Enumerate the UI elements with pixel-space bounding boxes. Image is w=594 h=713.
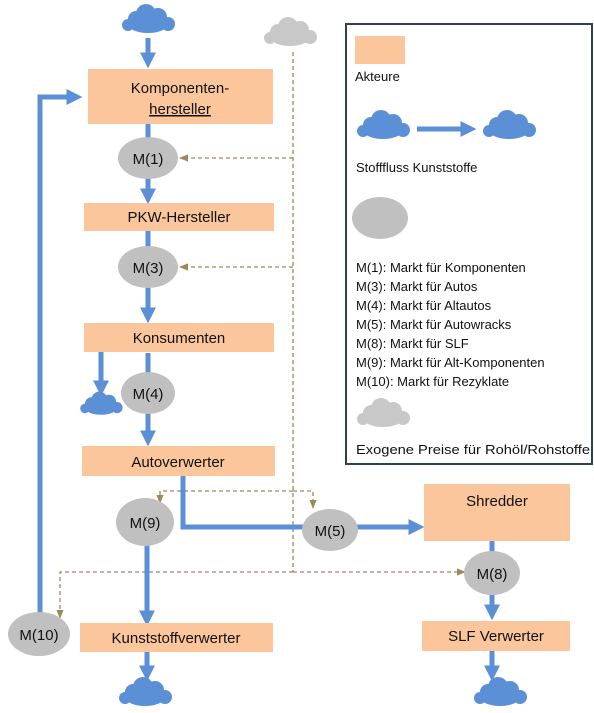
- actor-label-komponenten-2: hersteller: [149, 101, 211, 118]
- market-node-m1: [118, 137, 178, 179]
- legend-market-item: M(5): Markt für Autowracks: [356, 317, 512, 332]
- market-node-m9: [116, 498, 174, 546]
- actor-box-pkw-hersteller: [84, 203, 274, 231]
- actor-box-autoverwerter: [82, 446, 275, 476]
- actor-label-slf-verwerter: SLF Verwerter: [448, 628, 544, 645]
- market-node-m5: [302, 509, 358, 551]
- market-label-m1: M(1): [133, 151, 164, 168]
- sink-cloud-icon: [80, 391, 123, 415]
- actor-label-autoverwerter: Autoverwerter: [131, 454, 224, 471]
- market-label-m5: M(5): [315, 523, 346, 540]
- legend-market-item: M(1): Markt für Komponenten: [356, 260, 526, 275]
- actor-label-pkw: PKW-Hersteller: [127, 209, 230, 226]
- sink-cloud-icon: [474, 677, 527, 706]
- legend-market-swatch: [352, 197, 408, 239]
- legend-actors-label: Akteure: [355, 69, 400, 84]
- legend-market-item: M(4): Markt für Altautos: [356, 298, 492, 313]
- legend-market-item: M(3): Markt für Autos: [356, 279, 478, 294]
- market-label-m4: M(4): [133, 386, 164, 403]
- material-flows: [37, 38, 501, 682]
- legend-market-item: M(10): Markt für Rezyklate: [356, 374, 509, 389]
- actor-box-konsumenten: [84, 323, 274, 352]
- sink-cloud-icon: [119, 677, 172, 706]
- market-label-m8: M(8): [477, 566, 508, 583]
- actor-label-shredder: Shredder: [466, 493, 528, 510]
- actor-label-konsumenten: Konsumenten: [133, 330, 226, 347]
- legend-market-item: M(8): Markt für SLF: [356, 336, 469, 351]
- market-label-m9: M(9): [130, 515, 161, 532]
- legend-exogenous-label: Exogene Preise für Rohöl/Rohstoffe: [356, 442, 590, 457]
- market-node-m4: [121, 372, 175, 414]
- actor-box-komponentenhersteller: [88, 69, 273, 124]
- market-label-m3: M(3): [133, 260, 164, 277]
- exogenous-price-cloud-icon: [264, 17, 317, 46]
- actor-box-slf-verwerter: [422, 621, 570, 651]
- source-cloud-icon: [122, 4, 175, 33]
- legend-flow-label: Stofffluss Kunststoffe: [356, 160, 477, 175]
- market-node-m10: [8, 612, 70, 656]
- legend-frame: [345, 23, 593, 465]
- legend: Akteure Stofffluss Kunststoffe M(1): Mar…: [345, 23, 593, 465]
- actor-box-kunststoffverwerter: [80, 623, 273, 652]
- market-label-m10: M(10): [19, 627, 58, 644]
- actor-box-shredder: [424, 484, 570, 541]
- market-node-m8: [464, 551, 520, 595]
- actor-label-kunststoffverwerter: Kunststoffverwerter: [112, 630, 241, 647]
- actor-label-komponenten-1: Komponenten-: [131, 80, 229, 97]
- price-links: [56, 52, 466, 619]
- legend-actor-swatch: [355, 36, 405, 64]
- legend-market-item: M(9): Markt für Alt-Komponenten: [356, 355, 545, 370]
- market-node-m3: [118, 246, 178, 288]
